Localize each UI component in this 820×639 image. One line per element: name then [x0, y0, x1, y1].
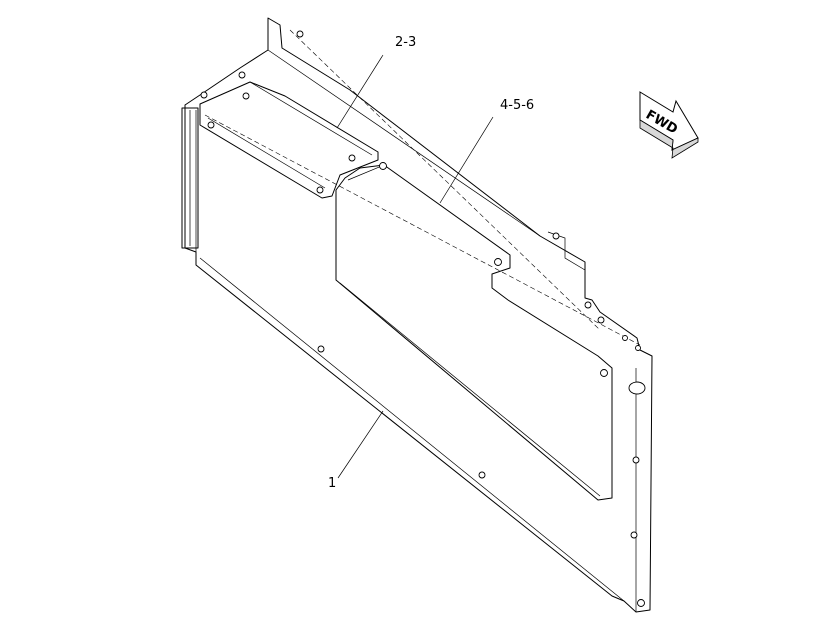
bolt-hole — [552, 232, 560, 240]
bolt-hole — [348, 154, 356, 162]
leader-lines — [336, 54, 494, 479]
bolt — [494, 258, 502, 266]
bolt-hole — [632, 456, 640, 464]
bolt-hole — [622, 335, 628, 341]
bolt-hole — [584, 301, 592, 309]
bolt — [379, 162, 387, 170]
bolt-hole — [637, 599, 645, 607]
bolt-hole — [296, 30, 304, 38]
bolt-hole — [630, 531, 638, 539]
bolt-hole — [200, 91, 208, 99]
bolt-hole — [635, 345, 641, 351]
cover-plate-part-4-5-6 — [335, 164, 613, 501]
fastener-holes — [200, 30, 646, 607]
leader-line-4-5-6 — [439, 116, 494, 204]
vertical-channel — [181, 107, 199, 249]
bolt-hole — [207, 121, 215, 129]
bolt-hole — [238, 71, 246, 79]
callout-1: 1 — [328, 476, 336, 491]
callout-4-5-6: 4-5-6 — [500, 98, 534, 113]
leader-line-2-3 — [336, 54, 384, 129]
bolt-hole — [478, 471, 486, 479]
bolt-hole — [317, 345, 325, 353]
forward-arrow-icon: FWD — [639, 91, 699, 159]
bolt-hole — [242, 92, 250, 100]
bolt-hole — [316, 186, 324, 194]
main-panel-part-1 — [184, 17, 653, 613]
access-hole — [628, 381, 646, 395]
bracket-part-2-3 — [199, 81, 379, 199]
leader-line-1 — [337, 410, 384, 479]
bolt-hole — [597, 316, 605, 324]
callout-2-3: 2-3 — [395, 35, 416, 50]
bolt — [600, 369, 608, 377]
